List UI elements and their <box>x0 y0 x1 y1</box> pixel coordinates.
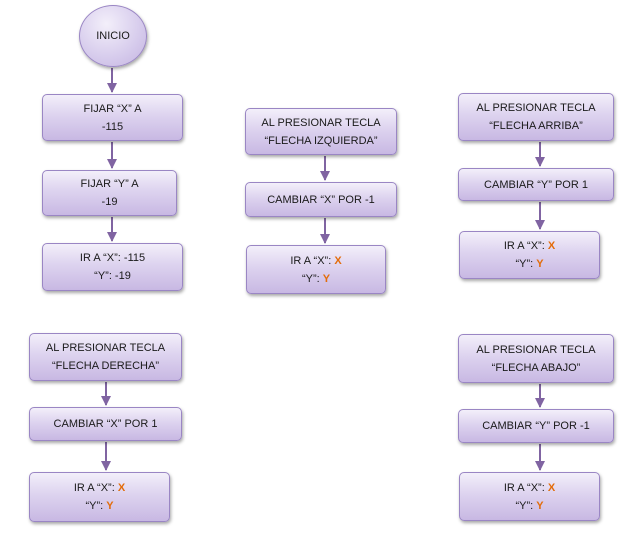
up-goto-line2: “Y”: Y <box>515 258 544 270</box>
start-label: INICIO <box>96 30 130 42</box>
left-event-line2: “FLECHA IZQUIERDA” <box>264 134 378 147</box>
down-event-line2: “FLECHA ABAJO” <box>491 361 581 374</box>
up-event-line1: AL PRESIONAR TECLA <box>476 102 596 114</box>
left-goto-line2: “Y”: Y <box>301 272 331 285</box>
down-goto-line2: “Y”: Y <box>515 499 544 512</box>
y-variable: Y <box>536 499 544 512</box>
start-node: INICIO <box>79 5 147 67</box>
down-key-event-node: AL PRESIONAR TECLA “FLECHA ABAJO” <box>458 334 614 383</box>
x-variable: X <box>547 240 556 252</box>
left-event-line1: AL PRESIONAR TECLA <box>261 116 381 129</box>
down-key-goto-node: IR A “X”: X “Y”: Y <box>459 472 600 521</box>
left-goto-line1: IR A “X”: X <box>290 254 342 267</box>
y-variable: Y <box>536 258 544 270</box>
right-goto-line2: “Y”: Y <box>85 500 114 512</box>
x-variable: X <box>547 481 556 494</box>
right-event-line2: “FLECHA DERECHA” <box>52 360 159 372</box>
goto-line1: IR A “X”: -115 <box>79 252 146 264</box>
up-goto-line1: IR A “X”: X <box>503 240 556 252</box>
y-variable: Y <box>322 272 331 285</box>
x-variable: X <box>117 482 126 494</box>
left-key-event-node: AL PRESIONAR TECLA “FLECHA IZQUIERDA” <box>245 108 397 155</box>
left-key-change-node: CAMBIAR “X” POR -1 <box>245 182 397 217</box>
goto-node: IR A “X”: -115 “Y”: -19 <box>42 243 183 291</box>
up-key-goto-node: IR A “X”: X “Y”: Y <box>459 231 600 279</box>
set-y-line2: -19 <box>101 196 118 208</box>
right-key-goto-node: IR A “X”: X “Y”: Y <box>29 472 170 522</box>
set-x-node: FIJAR “X” A -115 <box>42 94 183 141</box>
goto-line2: “Y”: -19 <box>94 270 131 282</box>
up-key-event-node: AL PRESIONAR TECLA “FLECHA ARRIBA” <box>458 93 614 141</box>
right-event-line1: AL PRESIONAR TECLA <box>45 342 166 354</box>
down-change-label: CAMBIAR “Y” POR -1 <box>482 420 590 432</box>
set-y-node: FIJAR “Y” A -19 <box>42 170 177 216</box>
left-change-label: CAMBIAR “X” POR -1 <box>267 193 375 206</box>
up-key-change-node: CAMBIAR “Y” POR 1 <box>458 168 614 201</box>
set-x-line2: -115 <box>101 120 124 133</box>
right-change-label: CAMBIAR “X” POR 1 <box>53 418 158 430</box>
y-variable: Y <box>106 500 114 512</box>
left-key-goto-node: IR A “X”: X “Y”: Y <box>246 245 386 294</box>
down-goto-line1: IR A “X”: X <box>503 481 556 494</box>
right-goto-line1: IR A “X”: X <box>73 482 126 494</box>
up-change-label: CAMBIAR “Y” POR 1 <box>484 178 588 191</box>
down-key-change-node: CAMBIAR “Y” POR -1 <box>458 409 614 443</box>
down-event-line1: AL PRESIONAR TECLA <box>476 343 596 356</box>
set-x-line1: FIJAR “X” A <box>83 102 142 115</box>
right-key-change-node: CAMBIAR “X” POR 1 <box>29 407 182 441</box>
right-key-event-node: AL PRESIONAR TECLA “FLECHA DERECHA” <box>29 333 182 381</box>
x-variable: X <box>334 254 342 267</box>
up-event-line2: “FLECHA ARRIBA” <box>489 120 583 132</box>
set-y-line1: FIJAR “Y” A <box>80 178 139 190</box>
